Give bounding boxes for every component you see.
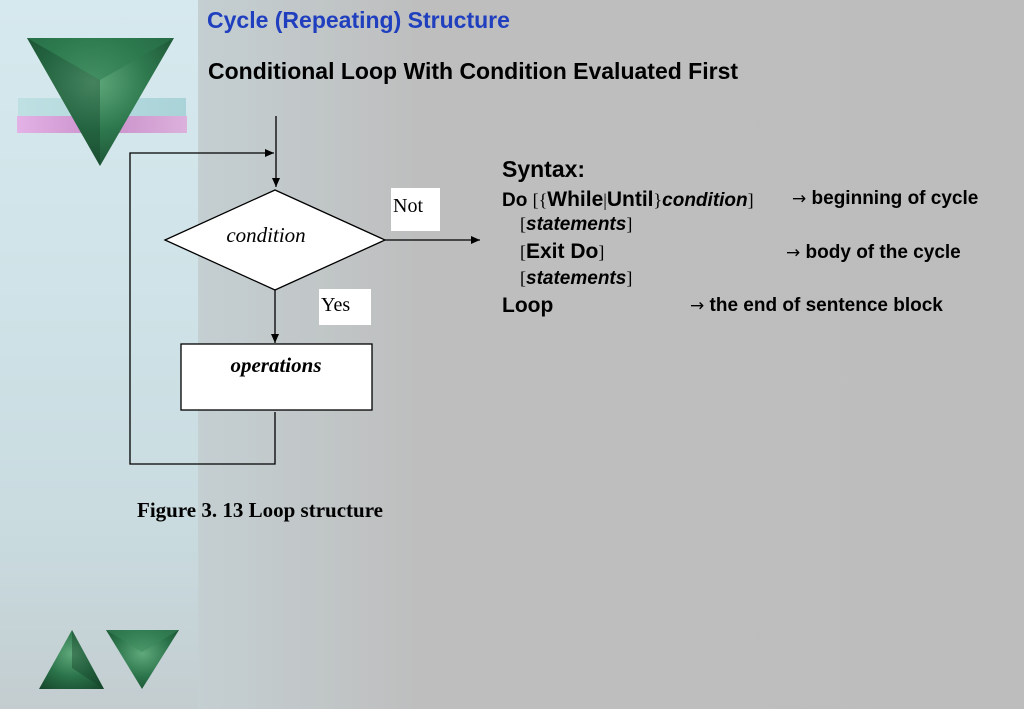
syntax-line-do: Do [{While|Until}condition] xyxy=(502,188,754,211)
emerald-emblem xyxy=(17,38,187,166)
decision-label: condition xyxy=(226,223,305,247)
kw-do: Do xyxy=(502,190,528,211)
syntax-line-exit-do: [Exit Do] xyxy=(520,240,605,263)
right-arrow-icon: → xyxy=(792,189,807,209)
kw-loop: Loop xyxy=(502,294,554,317)
kw-while: While xyxy=(547,188,604,211)
param-condition: condition xyxy=(662,190,748,211)
note-end: → the end of sentence block xyxy=(690,295,943,316)
yes-label-box xyxy=(319,289,371,325)
slide-subtitle: Conditional Loop With Condition Evaluate… xyxy=(208,58,739,84)
figure-caption: Figure 3. 13 Loop structure xyxy=(137,498,383,522)
emerald-triangle-down-small-icon xyxy=(106,630,179,689)
slide-title: Cycle (Repeating) Structure xyxy=(207,7,510,33)
process-label: operations xyxy=(230,353,321,377)
syntax-line-loop: Loop xyxy=(502,294,553,318)
process-box xyxy=(180,343,373,411)
branch-not-label: Not xyxy=(393,195,423,217)
note-body: → body of the cycle xyxy=(786,242,961,263)
syntax-heading: Syntax: xyxy=(502,156,586,182)
right-arrow-icon: → xyxy=(786,243,801,263)
syntax-line-statements-2: [statements] xyxy=(520,268,633,289)
branch-yes-label: Yes xyxy=(321,294,350,316)
right-arrow-icon: → xyxy=(690,296,705,316)
emerald-triangle-up-icon xyxy=(39,630,104,689)
kw-until: Until xyxy=(606,188,654,211)
emerald-triangle-down-icon xyxy=(27,38,174,166)
syntax-block: Syntax: Do [{While|Until}condition] → be… xyxy=(502,156,1022,326)
note-beginning: → beginning of cycle xyxy=(792,188,979,209)
emerald-triangles-bottom xyxy=(39,630,179,689)
loop-back-arrow xyxy=(129,149,276,465)
not-label-box xyxy=(391,188,440,231)
syntax-line-statements-1: [statements] xyxy=(520,214,633,235)
